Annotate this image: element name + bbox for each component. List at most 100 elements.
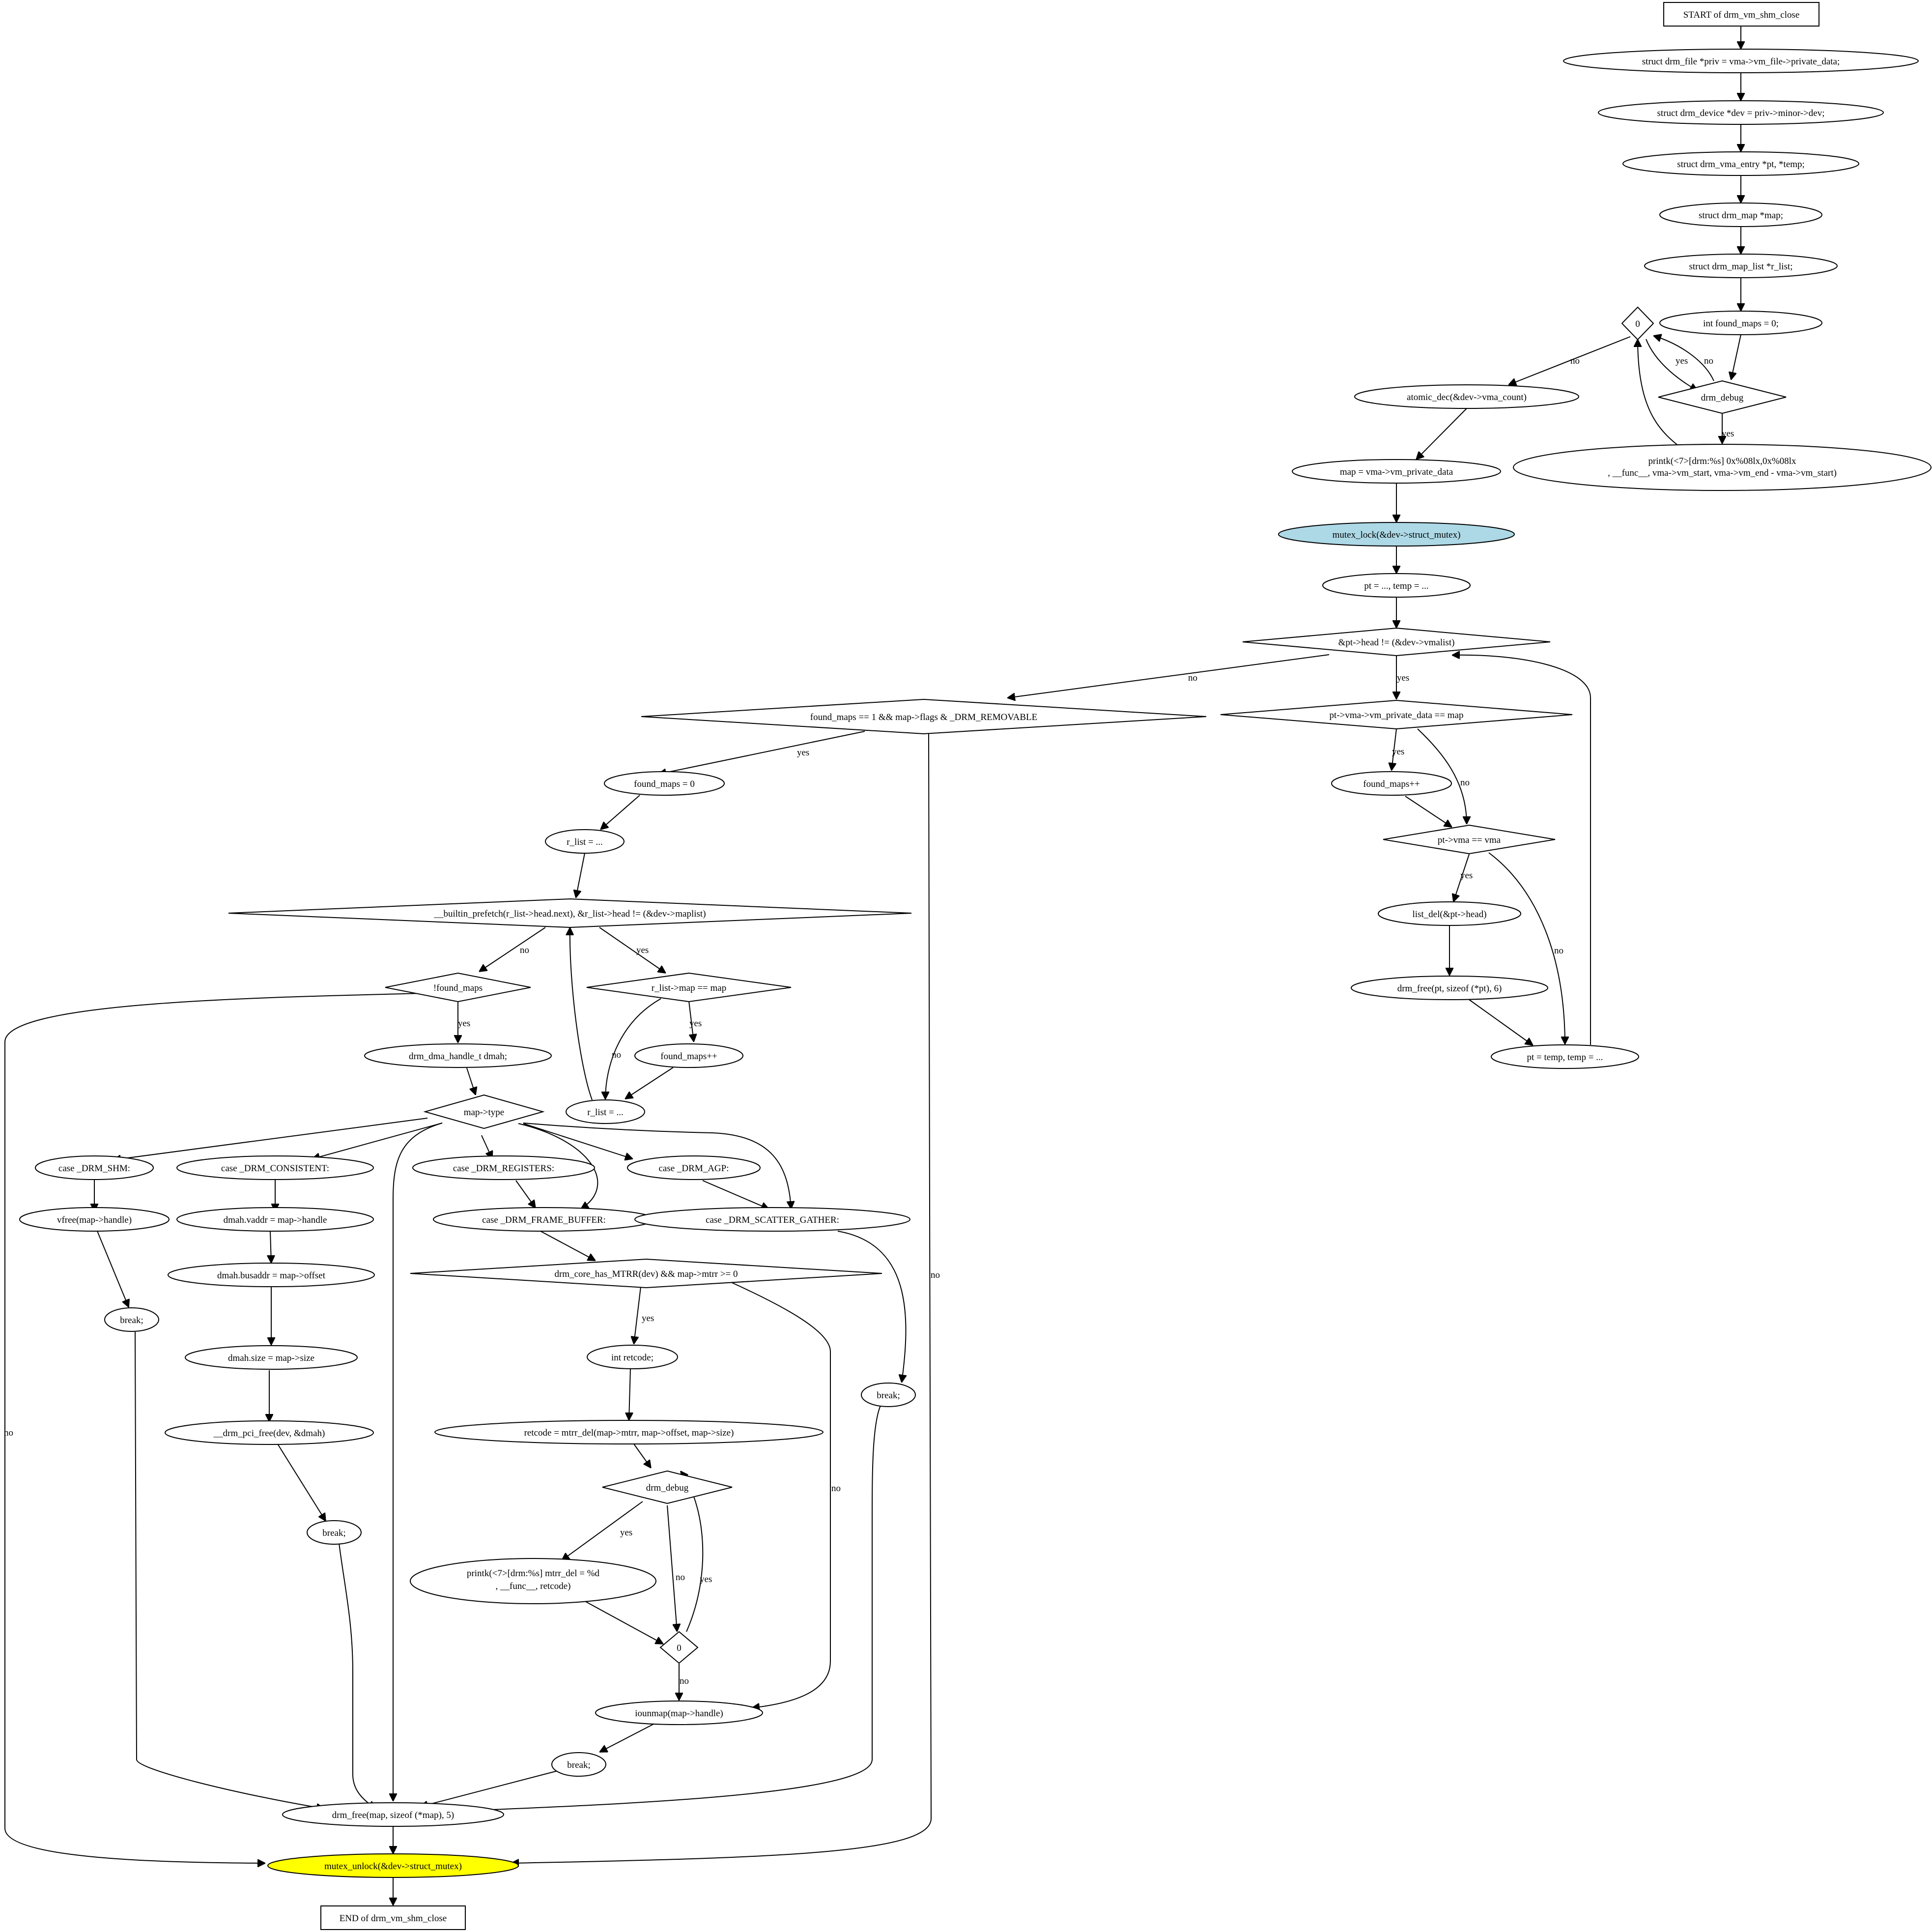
edge-label-pvmap-fminc: yes — [1392, 747, 1404, 757]
edge-label-debug-zero: no — [1704, 356, 1713, 366]
edge-rloop-to-notfound — [479, 927, 546, 972]
edge-foundmaps-to-debug — [1731, 334, 1741, 380]
mutex-lock-node: mutex_lock(&dev->struct_mutex) — [1278, 522, 1515, 547]
edge-label-ptvma-listdel: yes — [1460, 870, 1473, 881]
dmah-busaddr-node: dmah.busaddr = map->offset — [168, 1263, 375, 1287]
printk-mtrr-line1: printk(<7>[drm:%s] mtrr_del = %d — [467, 1568, 600, 1579]
map-decl-label: struct drm_map *map; — [1699, 210, 1783, 221]
edge-debug-to-printk2 — [562, 1501, 643, 1560]
edge-label-mtrrchk-retcode: yes — [642, 1313, 654, 1324]
edge-rlistnext-to-rloop — [570, 927, 593, 1100]
edge-regs-to-fb — [515, 1180, 536, 1208]
printk-debug-line1: printk(<7>[drm:%s] 0x%08lx,0x%08lx — [1648, 456, 1796, 466]
dmah-decl-label: drm_dma_handle_t dmah; — [409, 1051, 507, 1062]
vfree-node: vfree(map->handle) — [19, 1207, 170, 1232]
map-type-label: map->type — [464, 1107, 504, 1118]
pt-init-node: pt = ..., temp = ... — [1322, 573, 1471, 598]
edge-label-zero-debug: yes — [1676, 356, 1688, 366]
edge-label-ptloop-fmcheck: no — [1188, 673, 1197, 683]
edge-vaddr-to-busaddr — [270, 1231, 271, 1263]
retcode-decl-label: int retcode; — [611, 1353, 653, 1363]
mutex-unlock-label: mutex_unlock(&dev->struct_mutex) — [324, 1861, 462, 1872]
map-assign-node: map = vma->vm_private_data — [1292, 459, 1501, 484]
edge-mtrrchk-to-retcode — [634, 1282, 642, 1344]
case-shm-node: case _DRM_SHM: — [35, 1155, 154, 1180]
rlist-next-label: r_list = ... — [587, 1107, 624, 1118]
retcode-decl-node: int retcode; — [587, 1345, 678, 1369]
zero2-decision-label: 0 — [677, 1643, 682, 1653]
pt-loop-decision-node: &pt->head != (&dev->vmalist) — [1242, 627, 1551, 657]
pt-decl-node: struct drm_vma_entry *pt, *temp; — [1622, 151, 1859, 176]
edge-pvmap-to-fminc — [1392, 728, 1397, 771]
edge-ptnext-to-ptloop — [1452, 655, 1591, 1045]
found-maps-zero-label: found_maps = 0 — [634, 779, 695, 789]
edge-label-notfound-munlock: no — [4, 1428, 13, 1438]
edge-rmapeq-to-fminc — [688, 1001, 694, 1042]
edge-fminc-to-ptvma — [1405, 796, 1452, 827]
edge-zero-to-debug — [1646, 339, 1698, 391]
edge-label-mtrrchk-iounmap: no — [831, 1483, 841, 1494]
edge-label-rmapeq-rlistnext: no — [612, 1050, 621, 1060]
edge-label-pvmap-ptvma: no — [1460, 778, 1470, 788]
drm-debug-decision-node: drm_debug — [1658, 380, 1787, 414]
edge-shmbreak-to-drmfree — [135, 1331, 324, 1809]
pvmap-decision-node: pt->vma->vm_private_data == map — [1220, 699, 1573, 730]
drm-debug2-decision-node: drm_debug — [602, 1470, 733, 1504]
found-maps-inc2-label: found_maps++ — [660, 1051, 717, 1062]
case-scatter-gather-label: case _DRM_SCATTER_GATHER: — [706, 1215, 839, 1225]
zero-decision-node: 0 — [1621, 306, 1654, 341]
found-maps-init-label: int found_maps = 0; — [1703, 318, 1779, 329]
case-agp-label: case _DRM_AGP: — [658, 1163, 729, 1174]
map-assign-label: map = vma->vm_private_data — [1340, 467, 1453, 477]
edge-debug-to-zero — [1653, 336, 1714, 381]
edges-layer — [4, 26, 1741, 1905]
priv-decl-node: struct drm_file *priv = vma->vm_file->pr… — [1563, 49, 1919, 73]
edge-atomic-to-mapassign — [1416, 408, 1467, 460]
pt-loop-label: &pt->head != (&dev->vmalist) — [1338, 637, 1455, 648]
edge-fbbreak-to-drmfree — [420, 1770, 558, 1807]
edge-maptype-to-regs — [481, 1135, 492, 1159]
mtrr-del-node: retcode = mtrr_del(map->mtrr, map->offse… — [434, 1420, 824, 1444]
edge-dmah-to-maptype — [466, 1067, 476, 1095]
dev-decl-label: struct drm_device *dev = priv->minor->de… — [1657, 108, 1825, 118]
mutex-unlock-node: mutex_unlock(&dev->struct_mutex) — [267, 1853, 519, 1878]
edge-ptloop-to-fmcheck — [1007, 654, 1330, 698]
edge-agp-to-sg — [702, 1180, 769, 1209]
edge-maptype-to-fb — [518, 1123, 598, 1209]
mutex-lock-label: mutex_lock(&dev->struct_mutex) — [1333, 530, 1461, 540]
edge-rlistinit-to-rloop — [576, 853, 585, 898]
case-consistent-node: case _DRM_CONSISTENT: — [176, 1155, 374, 1180]
edge-label-debug-printk2: yes — [620, 1528, 632, 1538]
edge-zero-to-atomic — [1508, 336, 1631, 385]
edge-pcifree-to-break — [277, 1443, 326, 1521]
case-agp-node: case _DRM_AGP: — [627, 1155, 761, 1180]
rlist-decl-label: struct drm_map_list *r_list; — [1689, 261, 1792, 272]
pt-vma-label: pt->vma == vma — [1438, 835, 1501, 845]
break-consistent-node: break; — [307, 1520, 362, 1545]
rlist-next-node: r_list = ... — [566, 1099, 645, 1124]
nodes-layer: START of drm_vm_shm_close struct drm_fil… — [19, 2, 1932, 1930]
edge-drmfree-to-ptnext — [1469, 999, 1533, 1045]
edge-label-debug-zero2: no — [676, 1572, 685, 1583]
edge-consbreak-to-drmfree — [339, 1543, 376, 1809]
break-sg-label: break; — [877, 1390, 900, 1401]
atomic-dec-label: atomic_dec(&dev->vma_count) — [1407, 392, 1527, 403]
edge-label-zero2-iounmap: no — [680, 1676, 689, 1686]
edge-labels-layer: no yes no yes no yes yes no yes no yes n… — [4, 356, 1734, 1686]
edge-sg-to-break — [837, 1231, 906, 1383]
dmah-vaddr-node: dmah.vaddr = map->handle — [176, 1207, 374, 1232]
edge-printk2-to-zero2 — [582, 1599, 663, 1644]
edge-label-ptloop-pvmap: yes — [1397, 673, 1409, 683]
iounmap-label: iounmap(map->handle) — [635, 1708, 723, 1719]
drm-debug2-label: drm_debug — [646, 1483, 689, 1493]
edge-fmcheck-to-munlock — [511, 733, 932, 1863]
vfree-label: vfree(map->handle) — [57, 1215, 132, 1225]
rlist-loop-label: __builtin_prefetch(r_list->head.next), &… — [433, 909, 706, 919]
edge-printk-to-zero — [1638, 339, 1686, 452]
mtrr-check-decision-node: drm_core_has_MTRR(dev) && map->mtrr >= 0 — [410, 1258, 882, 1289]
edge-fminc-to-rlistnext — [625, 1067, 674, 1099]
edge-maptype-to-shm — [113, 1118, 428, 1160]
edge-notfound-to-munlock — [4, 993, 423, 1863]
pt-next-node: pt = temp, temp = ... — [1491, 1044, 1639, 1069]
